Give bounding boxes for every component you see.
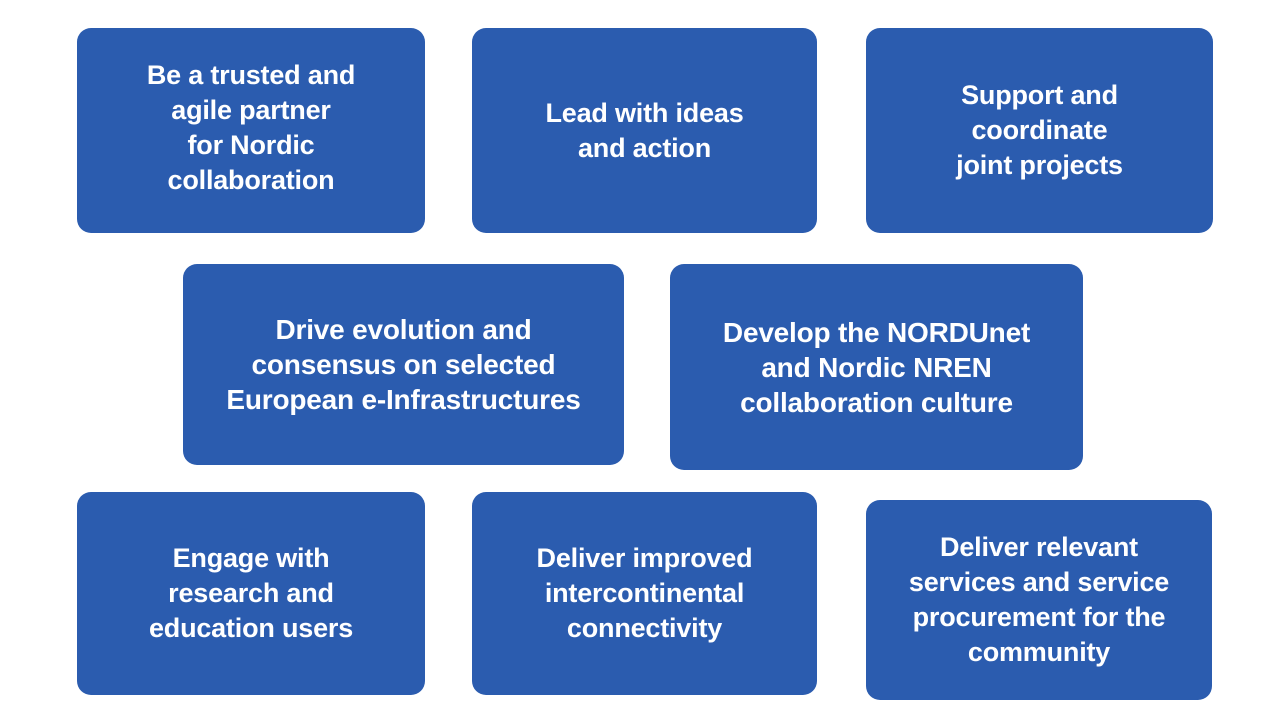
strategy-card-trusted-agile-partner[interactable]: Be a trusted and agile partner for Nordi… <box>77 28 425 233</box>
strategy-card-label: Lead with ideas and action <box>545 97 744 163</box>
strategy-card-label: Deliver relevant services and service pr… <box>908 532 1170 667</box>
strategy-card-label: Deliver improved intercontinental connec… <box>536 543 753 643</box>
strategy-card-engage-users[interactable]: Engage with research and education users <box>77 492 425 695</box>
strategy-card-label: Engage with research and education users <box>148 543 354 643</box>
strategy-card-develop-collaboration-culture[interactable]: Develop the NORDUnet and Nordic NREN col… <box>670 264 1083 470</box>
strategy-card-lead-with-ideas[interactable]: Lead with ideas and action <box>472 28 817 233</box>
strategy-card-label: Develop the NORDUnet and Nordic NREN col… <box>722 316 1031 418</box>
strategy-card-intercontinental-connectivity[interactable]: Deliver improved intercontinental connec… <box>472 492 817 695</box>
strategy-card-label: Support and coordinate joint projects <box>956 80 1123 180</box>
strategy-card-drive-evolution[interactable]: Drive evolution and consensus on selecte… <box>183 264 624 465</box>
strategy-card-label: Drive evolution and consensus on selecte… <box>226 314 581 415</box>
strategy-card-deliver-relevant-services[interactable]: Deliver relevant services and service pr… <box>866 500 1212 700</box>
strategy-card-label: Be a trusted and agile partner for Nordi… <box>146 60 356 195</box>
strategy-card-support-coordinate[interactable]: Support and coordinate joint projects <box>866 28 1213 233</box>
